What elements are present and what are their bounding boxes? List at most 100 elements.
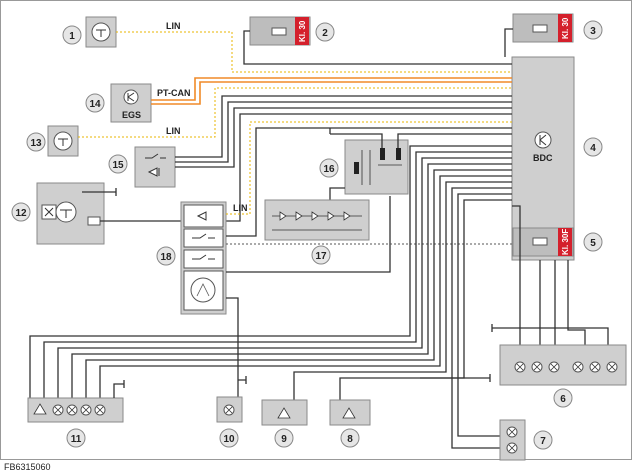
lin-bus-lower xyxy=(226,121,512,215)
svg-text:12: 12 xyxy=(15,208,27,219)
svg-text:16: 16 xyxy=(323,164,335,175)
component-9-sensor-icon xyxy=(277,407,291,419)
wire-bdc-to-11-c xyxy=(57,157,512,398)
pt-can-high xyxy=(151,77,512,101)
component-16-coil-c xyxy=(354,162,359,174)
svg-text:8: 8 xyxy=(347,434,353,445)
diagram-code: FB6315060 xyxy=(4,462,51,472)
component-15 xyxy=(134,146,176,188)
wire-18-a xyxy=(226,127,512,237)
egs-transistor-icon xyxy=(123,89,139,105)
wire-15-a xyxy=(175,95,512,158)
wire-bdc-to-11-a xyxy=(29,145,512,398)
component-17-diode-array-icon xyxy=(272,211,362,231)
pt-can-low xyxy=(151,81,512,105)
callout-17: 17 xyxy=(311,245,331,265)
callout-8: 8 xyxy=(340,428,360,448)
wire-12-ground xyxy=(82,188,117,196)
callout-13: 13 xyxy=(26,132,46,152)
kl30-fuse-icon-2 xyxy=(271,27,287,36)
callout-5: 5 xyxy=(583,232,603,252)
component-17 xyxy=(264,199,370,241)
svg-text:17: 17 xyxy=(315,251,327,262)
wire-kl30-2-to-bdc xyxy=(243,30,512,65)
wire-16-to-17 xyxy=(329,187,345,205)
kl30-fuse-icon-3 xyxy=(532,24,548,33)
component-16-coil-a xyxy=(380,148,385,160)
callout-4: 4 xyxy=(583,137,603,157)
wire-bdc-to-11-f xyxy=(99,175,512,398)
component-16-coil-b xyxy=(396,148,401,160)
wire-bdc-to-11-e xyxy=(85,169,512,398)
wire-18-to-10 xyxy=(226,297,239,400)
wire-12-to-bdc xyxy=(100,113,512,222)
wire-15-c xyxy=(175,107,512,168)
kl30-label-2: Kl. 30 xyxy=(298,20,307,42)
wire-6-ground xyxy=(491,324,500,332)
kl30-tag-2 xyxy=(295,17,309,45)
kl30f-tag xyxy=(558,228,572,256)
lin-label-middle: LIN xyxy=(166,126,181,136)
svg-text:14: 14 xyxy=(89,99,101,110)
wire-kl30-3-to-bdc xyxy=(504,28,513,57)
component-13-transistor-icon xyxy=(53,131,73,151)
svg-text:1: 1 xyxy=(69,31,75,42)
wire-16-to-bdc xyxy=(397,133,512,148)
svg-text:3: 3 xyxy=(590,26,596,37)
svg-text:9: 9 xyxy=(281,434,287,445)
wire-16-ground xyxy=(329,128,383,148)
wire-11-ground xyxy=(113,380,125,398)
wire-bdc-to-11-d xyxy=(71,163,512,398)
lin-bus-top xyxy=(116,31,512,73)
bdc-label: BDC xyxy=(533,153,553,163)
wire-8-9-ground xyxy=(480,374,491,382)
wire-15-b xyxy=(175,101,512,163)
svg-text:2: 2 xyxy=(322,28,328,39)
callout-12: 12 xyxy=(11,202,31,222)
kl30-label-3: Kl. 30 xyxy=(561,17,570,39)
component-15-switch-icon xyxy=(145,153,166,159)
kl30-tag-3 xyxy=(558,14,572,42)
lin-label-top: LIN xyxy=(166,21,181,31)
svg-text:7: 7 xyxy=(540,436,546,447)
callout-16: 16 xyxy=(319,158,339,178)
lin-bus-middle xyxy=(78,87,512,138)
callout-14: 14 xyxy=(85,93,105,113)
wire-18-b xyxy=(226,196,391,273)
wire-bdc-to-7-b xyxy=(457,193,512,437)
svg-text:15: 15 xyxy=(112,160,124,171)
svg-text:13: 13 xyxy=(30,138,42,149)
svg-text:11: 11 xyxy=(71,434,82,445)
component-15-diode-icon xyxy=(147,167,160,177)
kl30f-fuse-icon xyxy=(532,237,548,246)
callout-3: 3 xyxy=(583,20,603,40)
callout-6: 6 xyxy=(553,388,573,408)
component-8-sensor-icon xyxy=(342,407,356,419)
callout-10: 10 xyxy=(219,428,239,448)
callout-15: 15 xyxy=(108,154,128,174)
svg-text:18: 18 xyxy=(160,252,172,263)
component-18-switch-b xyxy=(183,249,224,269)
component-7 xyxy=(499,419,526,461)
wire-bdc-to-6-a xyxy=(512,205,521,345)
callout-2: 2 xyxy=(315,22,335,42)
component-6-lamp-icons xyxy=(514,361,618,373)
bdc-module xyxy=(511,56,575,261)
wire-bdc-to-6-d xyxy=(567,260,586,345)
lin-label-lower: LIN xyxy=(233,203,248,213)
wire-bdc-to-7-a xyxy=(451,187,512,449)
callout-1: 1 xyxy=(62,25,82,45)
callout-7: 7 xyxy=(533,430,553,450)
egs-label: EGS xyxy=(122,110,141,120)
component-11-lamp-icons xyxy=(33,403,106,416)
callout-9: 9 xyxy=(274,428,294,448)
kl30f-label: Kl. 30F xyxy=(561,229,570,255)
wire-bdc-to-11-b xyxy=(43,151,512,398)
component-12-connector xyxy=(87,216,101,226)
svg-text:6: 6 xyxy=(560,394,566,405)
component-18-switch-a xyxy=(183,228,224,248)
callout-18: 18 xyxy=(156,246,176,266)
bdc-transistor-icon xyxy=(534,131,552,149)
